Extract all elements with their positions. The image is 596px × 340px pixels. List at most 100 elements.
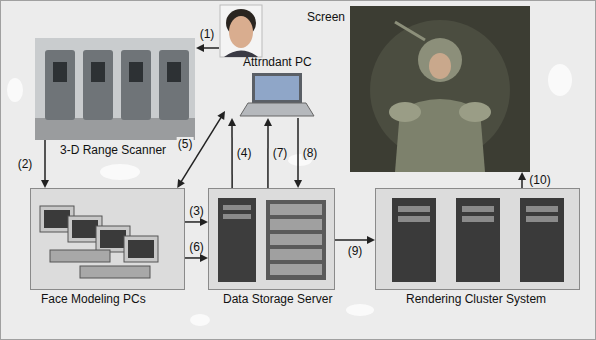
drive-bay <box>398 216 430 222</box>
step-number: (4) <box>236 146 253 160</box>
connector-arrow <box>185 218 208 226</box>
arrowhead <box>41 180 49 188</box>
shoulder <box>389 102 421 122</box>
connector-arrow <box>41 140 49 188</box>
node-label: Attrndant PC <box>243 55 312 69</box>
callout-number: (1) <box>199 27 216 41</box>
process-box: Face Modeling PCs <box>30 188 185 290</box>
drive-bay <box>526 206 558 212</box>
box-fill <box>208 188 335 290</box>
connector-line <box>335 239 369 241</box>
blotch <box>190 314 210 326</box>
pc-node: Attrndant PC <box>225 72 325 118</box>
avatar-helmet <box>418 38 462 82</box>
connector-arrow <box>177 111 225 188</box>
connector-line <box>267 124 269 188</box>
booth-window <box>53 62 67 82</box>
pc-monitor <box>124 236 158 262</box>
step-number: (2) <box>17 157 34 171</box>
pc-case <box>80 266 150 278</box>
arrowhead <box>264 118 272 126</box>
box-fill <box>30 188 185 290</box>
node-label: Screen <box>307 10 345 24</box>
node-label: Rendering Cluster System <box>406 292 546 306</box>
pc-screen <box>128 240 154 258</box>
drive-bay <box>526 216 558 222</box>
connector-line <box>44 140 46 182</box>
laptop-lid <box>252 73 302 103</box>
blotch <box>100 164 140 180</box>
server-tower <box>218 198 256 282</box>
avatar-face <box>429 53 451 79</box>
laptop-display <box>255 76 299 100</box>
face <box>229 16 253 48</box>
scanner-node: 3-D Range Scanner <box>35 38 195 140</box>
rack-unit <box>270 219 322 230</box>
step-number: (10) <box>528 173 551 187</box>
booth-window <box>129 62 143 82</box>
arrowhead <box>217 111 225 120</box>
box-fill <box>375 188 580 290</box>
blotch <box>346 304 374 316</box>
node-label: Data Storage Server <box>223 292 332 306</box>
arrowhead <box>228 118 236 126</box>
screen-picture <box>350 6 530 172</box>
step-number: (8) <box>302 146 319 160</box>
floor <box>35 118 195 140</box>
drive-bay <box>223 205 251 210</box>
step-number: (7) <box>272 146 289 160</box>
process-box: Data Storage Server <box>208 188 335 290</box>
rack-unit <box>270 264 322 275</box>
face-photo <box>220 5 262 57</box>
screen-node: Screen <box>350 6 530 172</box>
arrowhead <box>200 218 208 226</box>
arrowhead <box>200 254 208 262</box>
booth-window <box>91 62 105 82</box>
arrowhead <box>518 172 526 180</box>
blotch <box>548 64 572 96</box>
step-number: (3) <box>188 204 205 218</box>
connector-line <box>231 124 233 188</box>
arrowhead <box>196 44 204 52</box>
blotch <box>7 78 23 102</box>
rack-unit <box>270 204 322 215</box>
process-box: Rendering Cluster System <box>375 188 580 290</box>
cluster-tower <box>456 198 500 282</box>
arrow-line <box>203 47 219 49</box>
scanner-photo <box>35 38 195 140</box>
connector-line <box>185 257 202 259</box>
scanner-booth <box>83 50 113 120</box>
step-number: (9) <box>347 244 364 258</box>
booth-window <box>167 62 181 82</box>
drive-bay <box>223 214 251 219</box>
rack-unit <box>270 234 322 245</box>
arrowhead <box>367 236 375 244</box>
scanner-booth <box>159 50 189 120</box>
step-number: (5) <box>177 137 194 151</box>
laptop-base <box>240 103 314 116</box>
drive-bay <box>398 206 430 212</box>
cluster-tower <box>520 198 564 282</box>
shoulder <box>459 102 491 122</box>
arrowhead <box>294 180 302 188</box>
connector-arrow <box>335 236 375 244</box>
scanner-booth <box>121 50 151 120</box>
node-label: Face Modeling PCs <box>41 292 146 306</box>
cluster-tower <box>392 198 436 282</box>
pc-screen <box>100 230 126 248</box>
connector-arrow <box>518 172 526 188</box>
node-label: 3-D Range Scanner <box>60 143 166 157</box>
helmet-horn <box>395 22 425 40</box>
pc-case <box>50 250 110 262</box>
pc-screen <box>72 220 98 238</box>
connector-line <box>297 118 299 182</box>
drive-bay <box>462 206 494 212</box>
arrowhead <box>177 179 185 188</box>
connector-line <box>185 221 202 223</box>
drive-bay <box>462 216 494 222</box>
storage-rack <box>266 200 326 280</box>
pc-screen <box>44 210 70 228</box>
scanner-booth <box>45 50 75 120</box>
